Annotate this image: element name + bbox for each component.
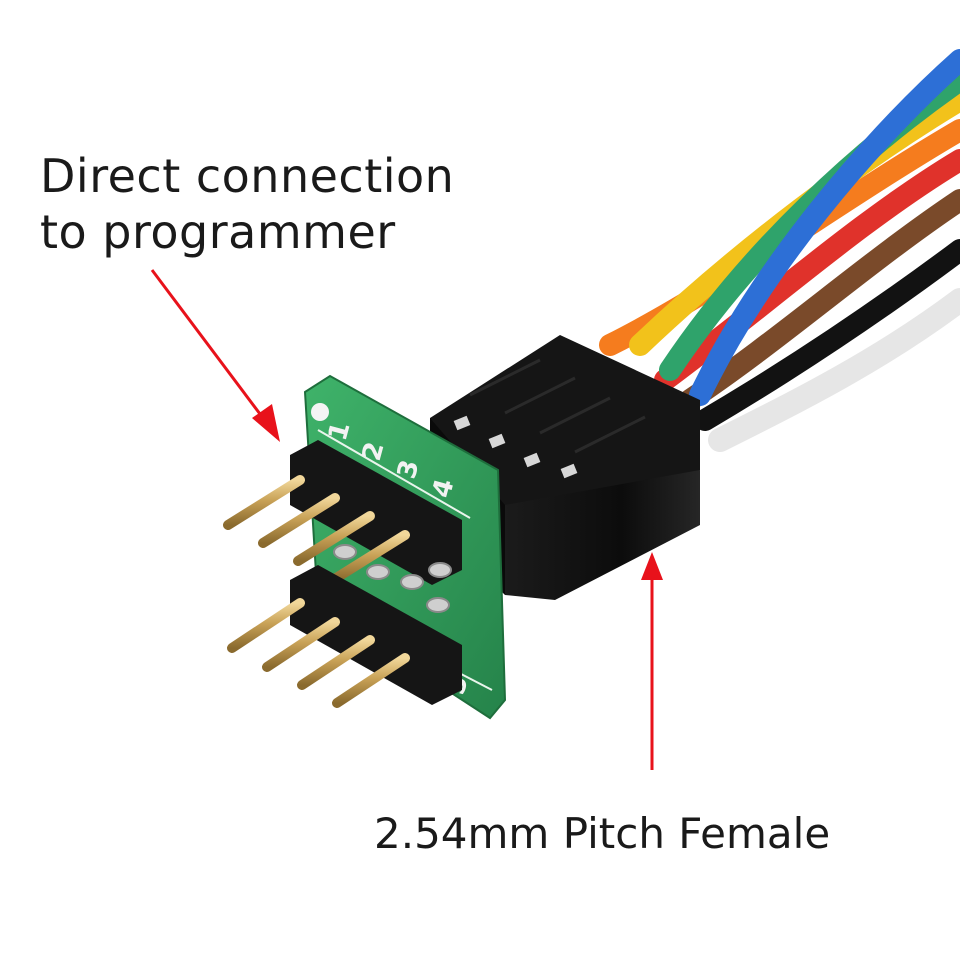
mounting-hole bbox=[311, 403, 329, 421]
programmer-label-line2: to programmer bbox=[40, 205, 396, 259]
programmer-label-line1: Direct connection bbox=[40, 149, 455, 203]
male-pin-header-top bbox=[223, 440, 462, 585]
wire-blue bbox=[689, 49, 960, 406]
wire-white bbox=[708, 288, 960, 452]
solder-joints bbox=[333, 544, 452, 613]
male-pin-header-bottom bbox=[227, 565, 462, 708]
wire-red bbox=[654, 149, 960, 391]
wire-black bbox=[694, 239, 960, 431]
wire-brown bbox=[679, 189, 960, 411]
arrow-to-programmer bbox=[150, 269, 280, 442]
programmer-connection-label: Direct connection to programmer bbox=[40, 148, 454, 260]
pitch-female-label: 2.54mm Pitch Female bbox=[374, 809, 831, 858]
ribbon-wires bbox=[599, 49, 960, 452]
arrow-to-female bbox=[641, 552, 663, 770]
